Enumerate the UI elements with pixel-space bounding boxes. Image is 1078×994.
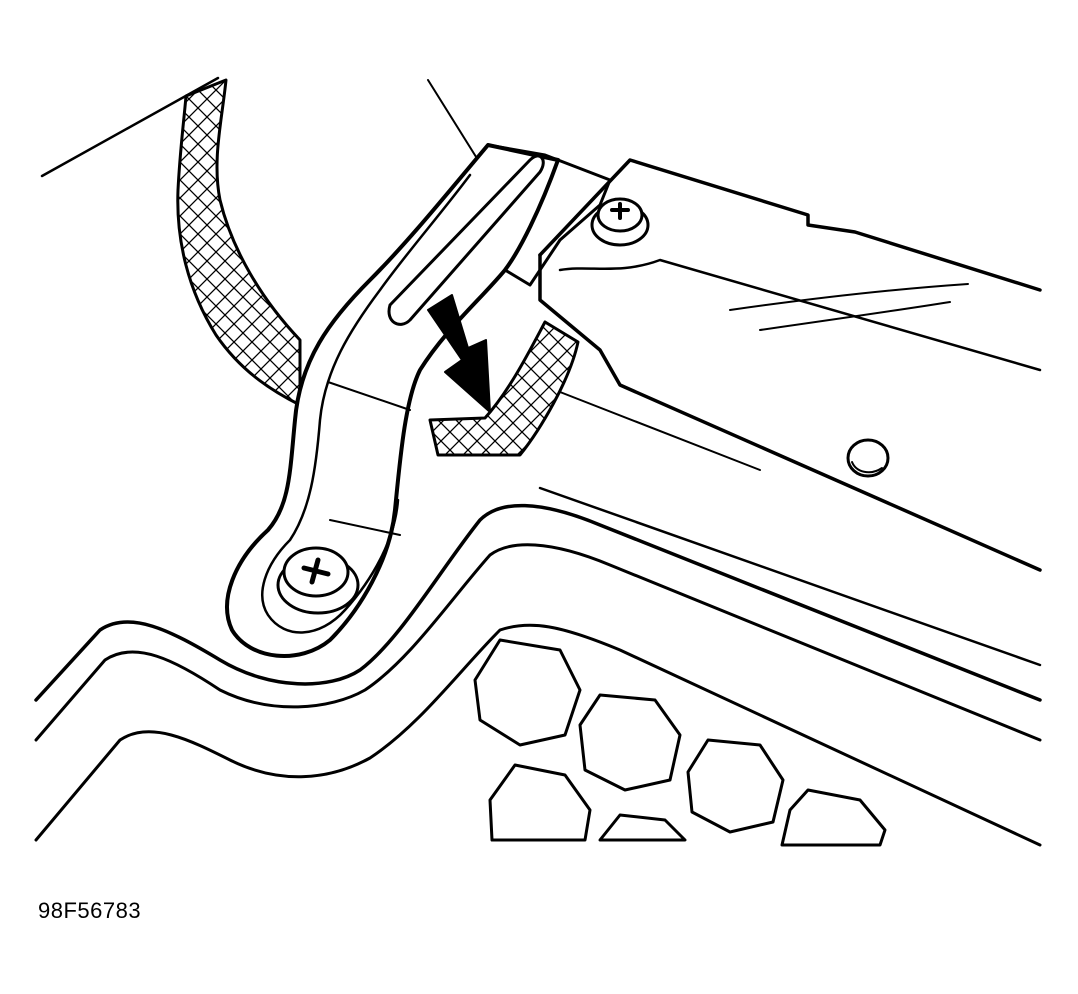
cover-plate-lower-edge — [538, 253, 1042, 572]
bracket-tab — [486, 143, 612, 287]
leader-line — [427, 79, 479, 161]
vent-opening — [780, 788, 887, 847]
housing-second-edge — [34, 543, 1042, 742]
housing-line-mid — [559, 391, 761, 471]
screw-lower — [276, 546, 360, 615]
housing-line-upper — [538, 486, 1042, 667]
cover-plate-crease-2 — [759, 301, 951, 331]
section-line — [327, 381, 411, 411]
cover-plate — [538, 158, 1042, 292]
bracket-inner-contour — [261, 173, 472, 634]
housing-outer-edge — [34, 503, 1042, 702]
arrow-indicator — [427, 294, 491, 413]
vent-opening — [686, 738, 785, 834]
vent-opening — [473, 638, 582, 747]
hatched-seal — [428, 320, 580, 457]
mounting-bracket — [225, 143, 560, 658]
cover-plate-rib — [558, 258, 1042, 372]
section-line — [329, 519, 401, 536]
plug-hole — [846, 438, 890, 478]
hatched-strap — [176, 78, 302, 407]
housing-lower-edge — [34, 623, 1042, 847]
figure-id-label: 98F56783 — [38, 898, 142, 923]
cover-plate-crease — [729, 283, 969, 311]
vent-opening — [488, 763, 592, 842]
screw-upper — [590, 197, 650, 247]
bracket-slot — [387, 154, 545, 326]
vent-opening — [598, 813, 687, 842]
vent-opening — [578, 693, 682, 792]
